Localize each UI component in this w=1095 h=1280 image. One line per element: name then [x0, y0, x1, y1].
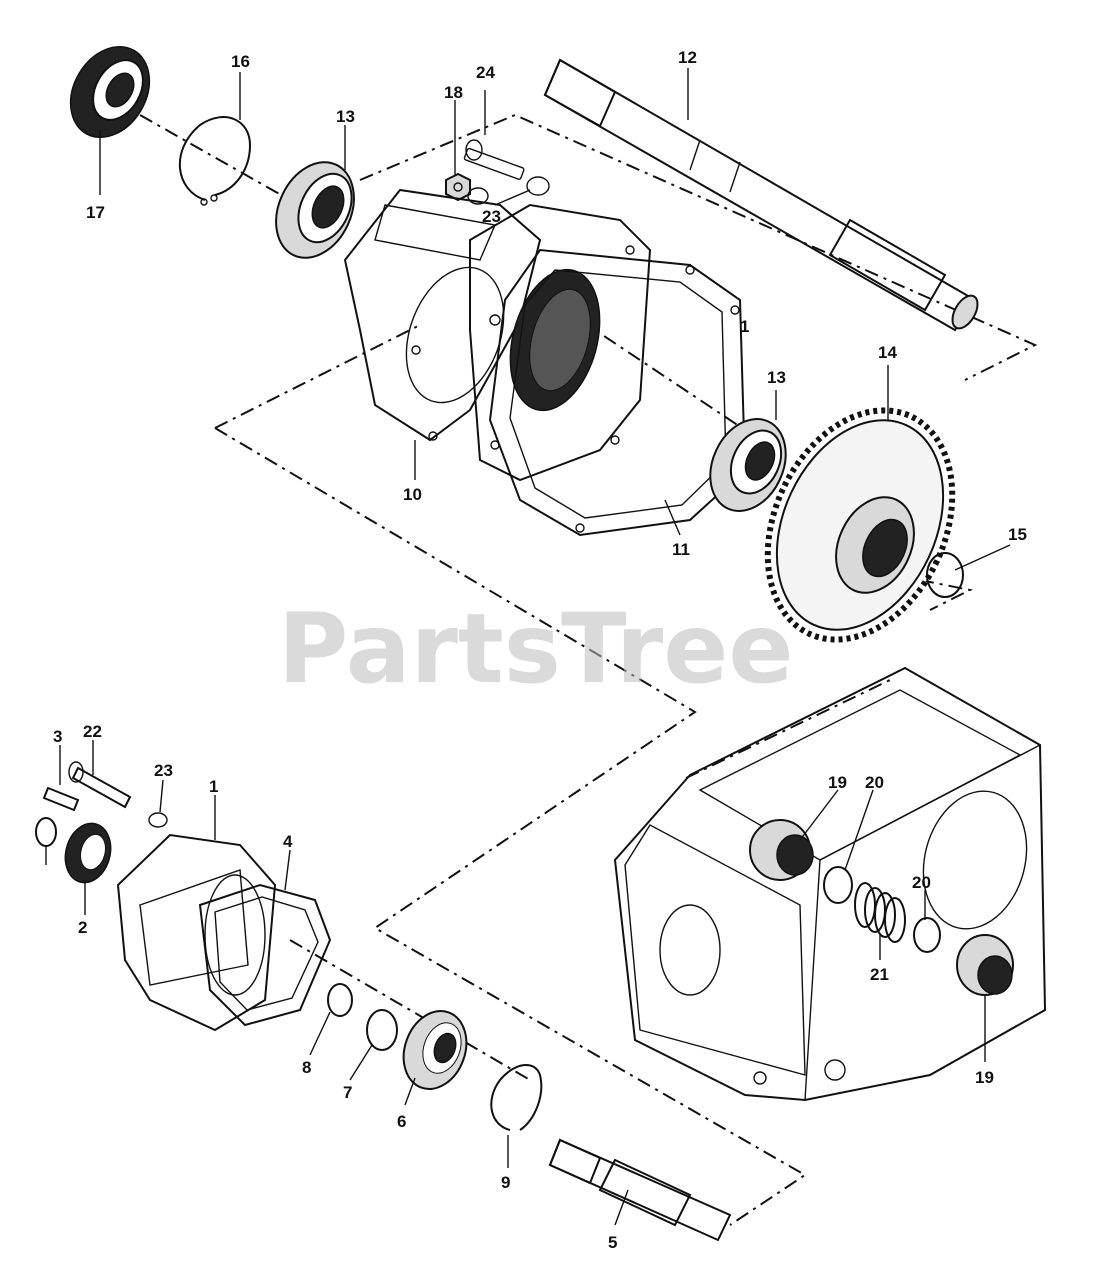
bearing-part-13-lower: [709, 418, 787, 512]
sleeve-part-19-lower: [956, 934, 1014, 996]
ring-part-20-upper: [823, 866, 853, 904]
nut-part-18: [445, 172, 471, 202]
watermark-text: PartsTree: [278, 593, 793, 705]
callout-24: 24: [476, 63, 495, 82]
callout-21: 21: [870, 965, 889, 984]
callout-11: 11: [672, 540, 690, 559]
callout-20-lower: 20: [912, 873, 931, 892]
ring-part-unlabeled: [35, 817, 57, 847]
ring-part-7: [366, 1009, 398, 1051]
leader-lines: [45, 68, 1011, 1226]
callout-13-lower: 13: [767, 368, 786, 387]
bolt-part-24: [463, 139, 525, 180]
snap-ring-part-15: [926, 552, 964, 598]
callout-7: 7: [343, 1083, 352, 1102]
callout-23-lower: 23: [154, 761, 173, 780]
callout-3: 3: [53, 727, 62, 746]
washer-part-23-upper: [467, 176, 550, 205]
housing-part-10: [343, 188, 542, 442]
callout-14: 14: [878, 343, 897, 362]
callout-labels: 16 17 13 18 24 23 12 1 13 14 10 11 15 3 …: [53, 48, 1027, 1252]
callout-2: 2: [78, 918, 87, 937]
callout-12: 12: [678, 48, 697, 67]
callout-4: 4: [283, 832, 293, 851]
shaft-part-5: [548, 1138, 732, 1242]
assembly-lines: [139, 113, 1038, 1226]
callout-1-lower: 1: [209, 777, 218, 796]
gear-part-14: [764, 407, 956, 643]
callout-10: 10: [403, 485, 422, 504]
callout-9: 9: [501, 1173, 510, 1192]
bearing-part-13-upper: [275, 161, 355, 259]
housing-part-1-lower: [116, 833, 277, 1032]
callout-16: 16: [231, 52, 250, 71]
callout-15: 15: [1008, 525, 1027, 544]
spring-part-21: [854, 882, 906, 943]
callout-22: 22: [83, 722, 102, 741]
ring-part-8: [327, 983, 353, 1017]
callout-5: 5: [608, 1233, 617, 1252]
shaft-part-12: [543, 58, 979, 332]
callout-18: 18: [444, 83, 463, 102]
flange-part-1-upper: [469, 203, 652, 482]
bolt-part-22: [68, 761, 132, 809]
callout-17: 17: [86, 203, 105, 222]
callout-19-lower: 19: [975, 1068, 994, 1087]
callout-19-upper: 19: [828, 773, 847, 792]
snap-ring-part-16: [178, 116, 252, 206]
seal-part-17: [69, 45, 151, 139]
sleeve-part-19-upper: [749, 819, 814, 881]
stud-part-3: [42, 786, 80, 812]
ring-part-20-lower: [913, 917, 941, 953]
transmission-case: [613, 666, 1047, 1102]
seal-part-2: [64, 822, 112, 884]
snap-ring-part-9: [490, 1064, 543, 1131]
callout-20-upper: 20: [865, 773, 884, 792]
gasket-part-4: [198, 883, 332, 1027]
callout-6: 6: [397, 1112, 406, 1131]
callout-23-upper: 23: [482, 207, 501, 226]
bearing-part-6: [402, 1010, 468, 1090]
callout-1-upper: 1: [740, 317, 749, 336]
washer-part-23-lower: [148, 812, 168, 828]
callout-8: 8: [302, 1058, 311, 1077]
callout-13-upper: 13: [336, 107, 355, 126]
